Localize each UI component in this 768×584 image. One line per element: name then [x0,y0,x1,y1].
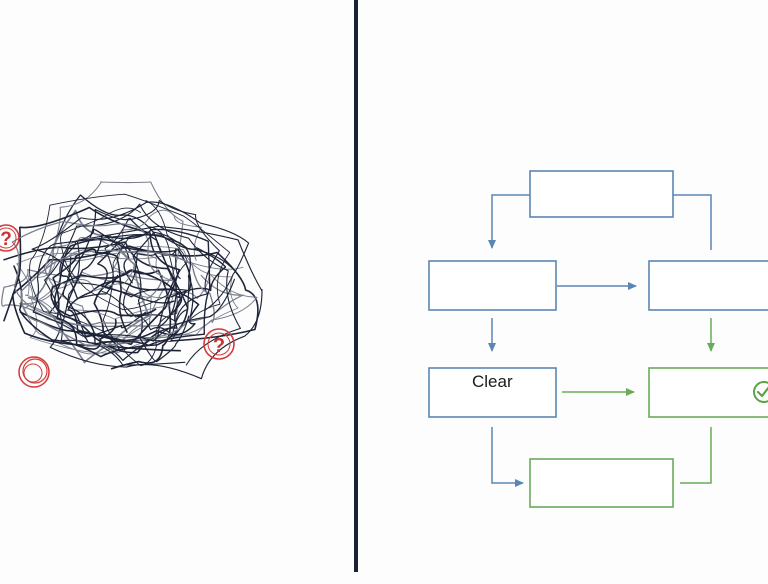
scribble-stroke [48,194,175,362]
scribble-stroke [132,231,194,363]
tangled-scribble: ? ? [0,181,263,388]
scribble-stroke [43,181,184,352]
check-circle-icon [753,381,768,403]
flow-box-clear [428,367,557,418]
vertical-divider [354,0,358,572]
scribble-stroke [60,199,188,311]
flow-box-check [648,367,768,418]
scribble-stroke [49,225,263,380]
flow-box-bottom [529,458,674,508]
red-circle-scribble [18,356,50,388]
connector-check-to-bottom [680,427,712,484]
scribble-stroke [20,249,215,347]
scribble-stroke [3,241,189,358]
scribble-stroke [24,252,176,320]
question-mark-left: ? [0,229,12,250]
scribble-stroke [31,201,250,311]
scribble-stroke [44,203,241,366]
scribble-stroke [11,220,164,326]
scribble-stroke [27,209,150,364]
connector-top-to-midleft [488,194,530,249]
scribble-stroke [52,248,128,350]
connector-clear-to-bottom [491,427,524,487]
scribble-stroke [45,237,135,292]
question-mark-right: ? [213,335,225,357]
flow-box-mid-right [648,260,768,311]
clear-label: Clear [472,372,513,391]
scribble-stroke [32,234,242,342]
question-mark-icon-left: ? [0,224,20,252]
scribble-stroke [62,208,177,338]
connector-top-to-midright [673,194,712,250]
scribble-stroke [12,245,259,352]
flow-box-mid-left [428,260,557,311]
scribble-stroke [66,228,211,346]
question-mark-icon-right: ? [203,328,235,360]
scribble-stroke [50,269,183,317]
flow-box-top [529,170,674,218]
